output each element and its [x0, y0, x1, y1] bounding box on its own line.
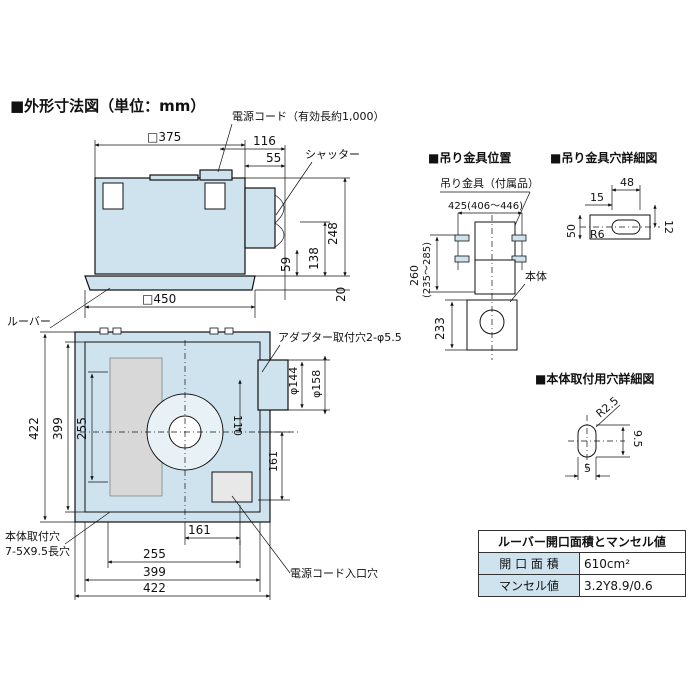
hanger-hole-detail: ■吊り金具穴詳細図 48 15 R6 12 50 — [550, 150, 675, 241]
body-mount-holes-label-2: 7-5X9.5長穴 — [5, 544, 70, 558]
hanger-hole-detail-title: ■吊り金具穴詳細図 — [550, 150, 657, 165]
table-row: マンセル値 3.2Y8.9/0.6 — [478, 574, 686, 597]
dim-20: 20 — [334, 287, 348, 302]
dim-phi158: φ158 — [310, 370, 323, 398]
drawing-title: ■外形寸法図（単位：mm） — [10, 97, 205, 115]
terminal-box — [211, 471, 253, 503]
dim-233: 233 — [433, 317, 447, 340]
side-view-dimensions: □375 電源コード（有効長約1,000） 116 55 シャッター 248 1… — [7, 109, 385, 329]
hanger-fitting-label: 吊り金具（付属品） — [440, 176, 539, 190]
spec-row-label: 開 口 面 積 — [478, 552, 580, 575]
dim-255-v: 255 — [75, 417, 89, 440]
spec-row-label: マンセル値 — [478, 574, 580, 597]
bracket-left — [102, 182, 124, 210]
dim-sq375: □375 — [147, 130, 181, 144]
dim-425: 425(406～446) — [448, 201, 523, 212]
bracket-right — [204, 182, 226, 210]
hanger-position-view: ■吊り金具位置 吊り金具（付属品） 425(406～446) 260 (235～… — [408, 150, 547, 360]
power-cord-entry-label: 電源コード入口穴 — [290, 566, 378, 580]
dim-12: 12 — [662, 220, 675, 234]
body-label: 本体 — [525, 269, 547, 283]
spec-row-value: 3.2Y8.9/0.6 — [579, 574, 686, 597]
dim-422-h: 422 — [143, 581, 166, 595]
dim-48: 48 — [620, 176, 634, 189]
body-mount-holes-label-1: 本体取付穴 — [5, 529, 60, 543]
adapter-plan — [257, 359, 289, 411]
dim-161-h: 161 — [188, 523, 211, 537]
dim-50: 50 — [565, 224, 578, 238]
cord-holder — [199, 169, 233, 181]
louver-panel-side — [84, 275, 256, 291]
dim-422-v: 422 — [27, 417, 41, 440]
dim-399-v: 399 — [51, 417, 65, 440]
dim-399-h: 399 — [143, 565, 166, 579]
dim-260: 260 — [408, 265, 421, 286]
dim-55: 55 — [266, 151, 281, 165]
plan-view-dimensions: アダプター取付穴2-φ5.5 110 φ144 φ158 161 422 399… — [5, 330, 402, 600]
spec-table-header: ルーバー開口面積とマンセル値 — [478, 530, 686, 553]
dim-9-5: 9.5 — [631, 430, 644, 448]
adapter-holes-label: アダプター取付穴2-φ5.5 — [278, 330, 402, 344]
dim-sq450: □450 — [142, 292, 176, 306]
dim-15: 15 — [590, 191, 604, 204]
table-row: 開 口 面 積 610cm² — [478, 552, 686, 575]
dim-255-h: 255 — [143, 547, 166, 561]
dim-5: 5 — [584, 462, 591, 475]
dim-161-v: 161 — [267, 451, 280, 472]
dim-phi144: φ144 — [287, 367, 300, 395]
shutter-label: シャッター — [305, 148, 360, 161]
shutter-housing — [244, 187, 276, 249]
dim-59: 59 — [279, 257, 293, 272]
dim-110: 110 — [231, 415, 244, 436]
plan-view — [74, 327, 300, 523]
body-hole-detail: ■本体取付用穴詳細図 R2.5 9.5 5 — [535, 371, 654, 480]
spec-row-value: 610cm² — [579, 552, 686, 575]
dim-116: 116 — [253, 134, 276, 148]
power-cord-note: 電源コード（有効長約1,000） — [232, 109, 385, 123]
plan-inner-frame — [84, 341, 261, 513]
body-hole-detail-title: ■本体取付用穴詳細図 — [535, 371, 654, 386]
spec-table: ルーバー開口面積とマンセル値 開 口 面 積 610cm² マンセル値 3.2Y… — [478, 530, 686, 597]
shutter-outline — [274, 194, 285, 248]
side-view-top-bump — [149, 174, 199, 181]
r6-label: R6 — [590, 228, 605, 241]
hanger-position-title: ■吊り金具位置 — [428, 150, 511, 165]
dim-248: 248 — [326, 222, 340, 245]
side-view — [84, 169, 285, 291]
louver-label: ルーバー — [7, 315, 51, 328]
dim-138: 138 — [307, 247, 321, 270]
dim-260-range: (235～285) — [422, 242, 433, 298]
